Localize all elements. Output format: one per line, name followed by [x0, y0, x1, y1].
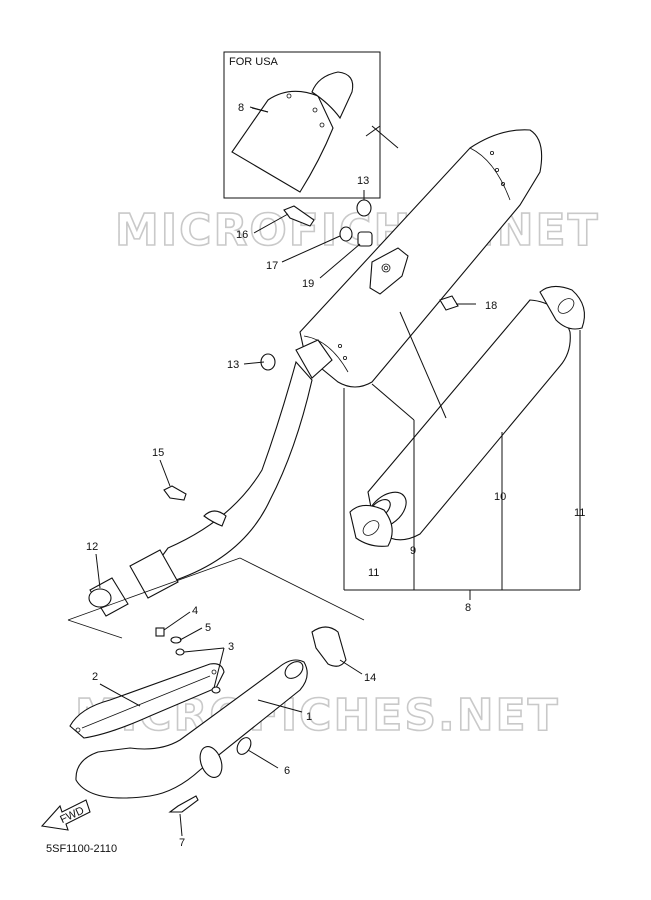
callout-7: 7	[179, 837, 185, 849]
callout-11-right: 11	[574, 507, 585, 519]
leader-lines	[67, 106, 581, 837]
link-pipe-end	[129, 549, 179, 599]
muffler-body	[299, 129, 543, 388]
callout-5: 5	[205, 622, 211, 634]
hardware	[155, 199, 459, 813]
callout-18: 18	[485, 300, 497, 312]
diagram-code: 5SF1100-2110	[46, 843, 117, 855]
callout-4: 4	[192, 605, 198, 617]
callout-13-top: 13	[357, 175, 369, 187]
muffler-inner-assembly	[349, 285, 585, 547]
exhaust-protector	[69, 663, 225, 739]
callout-10: 10	[494, 491, 506, 503]
callout-12: 12	[86, 541, 98, 553]
callout-6: 6	[284, 765, 290, 777]
callout-3: 3	[228, 641, 234, 653]
silencer-gasket-bottom	[349, 504, 393, 547]
header-pipe-1	[75, 659, 308, 799]
callout-16: 16	[236, 229, 248, 241]
callout-1: 1	[306, 711, 312, 723]
protector-2	[69, 663, 225, 739]
fwd-label: FWD	[58, 805, 86, 826]
callout-11-left: 11	[368, 567, 379, 579]
watermark-top: MICROFICHES.NET	[115, 205, 600, 256]
muffler-assembly	[299, 129, 543, 388]
callout-19: 19	[302, 278, 314, 290]
inset-label: FOR USA	[229, 56, 279, 68]
header-pipe	[75, 659, 308, 799]
callout-8: 8	[465, 602, 471, 614]
callout-9: 9	[410, 545, 416, 557]
callouts: 8 13 16 17 19 18 13 15 12 10 11 9 11 8 4…	[86, 102, 585, 849]
for-usa-inset: FOR USA	[223, 51, 399, 199]
callout-13-bottom: 13	[227, 359, 239, 371]
inset-tailpipe	[311, 71, 354, 120]
exhaust-link-pipe	[151, 360, 313, 581]
callout-8-inset: 8	[238, 102, 244, 114]
fwd-arrow: FWD	[40, 799, 91, 831]
callout-14: 14	[364, 672, 376, 684]
silencer-gasket-top	[539, 285, 585, 330]
pipe-clamp	[311, 626, 347, 667]
exhaust-pipe-assembly	[129, 339, 333, 599]
callout-2: 2	[92, 671, 98, 683]
inset-muffler-end	[231, 90, 334, 193]
callout-15: 15	[152, 447, 164, 459]
callout-17: 17	[266, 260, 278, 272]
